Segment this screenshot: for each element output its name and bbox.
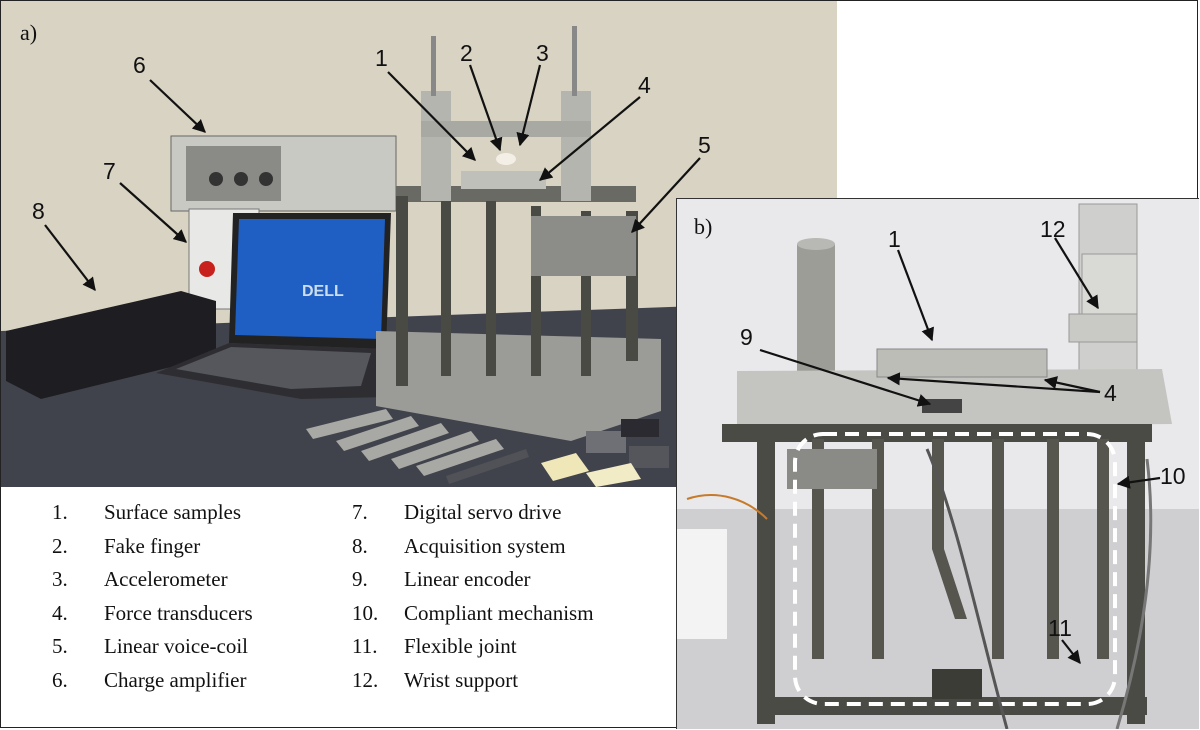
callout-b-12: 12: [1040, 216, 1066, 242]
legend-column-left: 1.Surface samples 2.Fake finger 3.Accele…: [52, 500, 253, 702]
legend-item: 11.Flexible joint: [352, 634, 517, 659]
photo-b-compliant-mechanism: [676, 198, 1199, 729]
legend-item: 9.Linear encoder: [352, 567, 531, 592]
panel-label-a: a): [20, 20, 38, 45]
callout-b-1: 1: [888, 226, 901, 252]
legend-item: 1.Surface samples: [52, 500, 242, 524]
legend: 1.Surface samples 2.Fake finger 3.Accele…: [52, 500, 692, 710]
callout-b-10: 10: [1160, 463, 1186, 489]
panel-label-b: b): [694, 214, 713, 239]
callout-a-7: 7: [103, 158, 116, 184]
callout-a-5: 5: [698, 132, 711, 158]
callout-b-11: 11: [1048, 615, 1072, 641]
legend-item: 8.Acquisition system: [352, 533, 566, 558]
legend-item: 10.Compliant mechanism: [352, 600, 594, 625]
callout-a-4: 4: [638, 72, 651, 98]
legend-item: 12.Wrist support: [352, 667, 519, 692]
callout-a-6: 6: [133, 52, 146, 78]
legend-item: 3.Accelerometer: [52, 567, 228, 592]
legend-item: 5.Linear voice-coil: [52, 634, 249, 659]
callout-a-3: 3: [536, 40, 549, 66]
callout-a-2: 2: [460, 40, 473, 66]
callout-b-4: 4: [1104, 380, 1117, 406]
legend-item: 6.Charge amplifier: [52, 667, 247, 692]
legend-item: 2.Fake finger: [52, 533, 201, 558]
legend-item: 7.Digital servo drive: [352, 500, 562, 524]
legend-item: 4.Force transducers: [52, 600, 253, 625]
laptop-brand-text: DELL: [302, 283, 344, 300]
callout-a-1: 1: [375, 45, 388, 71]
callout-b-9: 9: [740, 324, 753, 350]
callout-a-8: 8: [32, 198, 45, 224]
legend-column-right: 7.Digital servo drive 8.Acquisition syst…: [352, 500, 594, 702]
